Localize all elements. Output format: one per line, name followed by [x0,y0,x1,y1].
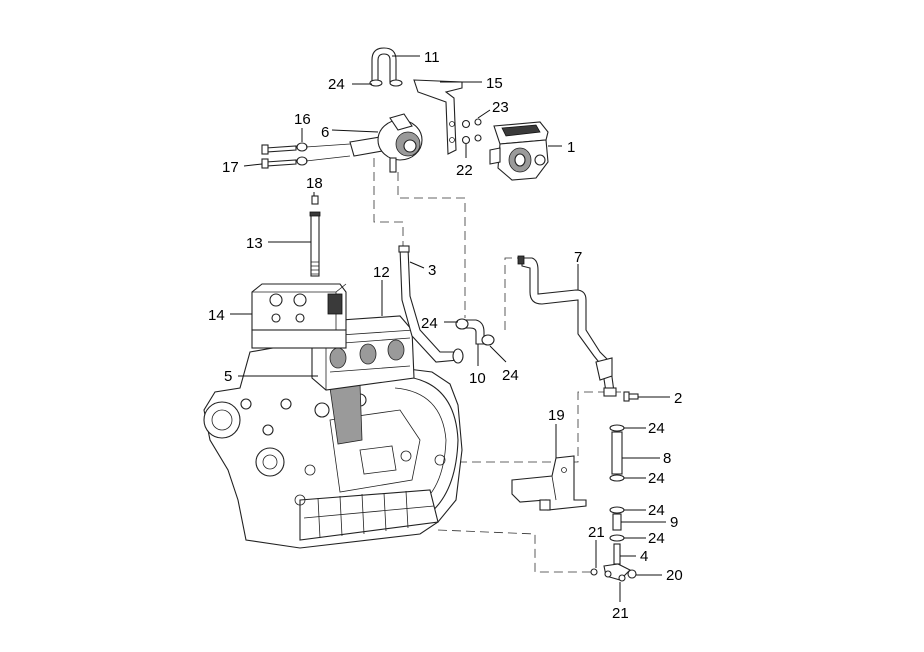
bracket-19 [511,455,587,511]
label-part-24-clamp-d: 24 [648,530,665,547]
label-part-24-hose: 24 [328,76,345,93]
label-part-23: 23 [492,99,509,116]
label-part-4: 4 [640,548,648,565]
valve-unit-1 [489,121,549,181]
label-part-24-clamp-b: 24 [648,470,665,487]
clamp-24 [389,79,403,87]
valve-cover [251,283,347,349]
label-part-17: 17 [222,159,239,176]
hose-9 [609,506,625,542]
label-part-20: 20 [666,567,683,584]
label-part-2: 2 [674,390,682,407]
hose-11 [371,47,397,83]
label-part-15: 15 [486,75,503,92]
label-part-24-fitting: 24 [502,367,519,384]
part-labels: 1 2 3 4 5 6 7 8 9 10 11 12 13 14 15 16 1… [208,49,683,622]
label-part-18: 18 [306,175,323,192]
label-part-19: 19 [548,407,565,424]
label-part-14: 14 [208,307,225,324]
fitting-4 [590,543,637,582]
label-part-5: 5 [224,368,232,385]
label-part-24-clamp-a: 24 [648,420,665,437]
bracket-15 [413,79,463,155]
assembly-guide-lines [373,158,622,573]
pipe-7 [517,255,617,397]
label-part-10: 10 [469,370,486,387]
pipe-10 [455,318,495,346]
label-part-1: 1 [567,139,575,156]
label-part-24-pipe: 24 [421,315,438,332]
label-part-13: 13 [246,235,263,252]
label-part-3: 3 [428,262,436,279]
label-part-8: 8 [663,450,671,467]
label-part-9: 9 [670,514,678,531]
stud-13 [309,195,321,277]
engine-crankcase [203,339,463,549]
label-part-12: 12 [373,264,390,281]
air-valve-6 [349,113,423,173]
label-part-24-clamp-c: 24 [648,502,665,519]
label-part-21-lower: 21 [612,605,629,622]
screws-16-17 [261,142,351,169]
label-part-11: 11 [424,49,440,66]
leader-lines [230,55,670,602]
label-part-6: 6 [321,124,329,141]
hose-8 [609,424,625,482]
bolt-2 [623,391,639,402]
label-part-21-upper: 21 [588,524,605,541]
label-part-22: 22 [456,162,473,179]
clamp-24 [369,79,383,87]
pipe-3 [398,245,464,364]
label-part-7: 7 [574,249,582,266]
label-part-16: 16 [294,111,311,128]
nuts-22-23 [461,118,482,145]
